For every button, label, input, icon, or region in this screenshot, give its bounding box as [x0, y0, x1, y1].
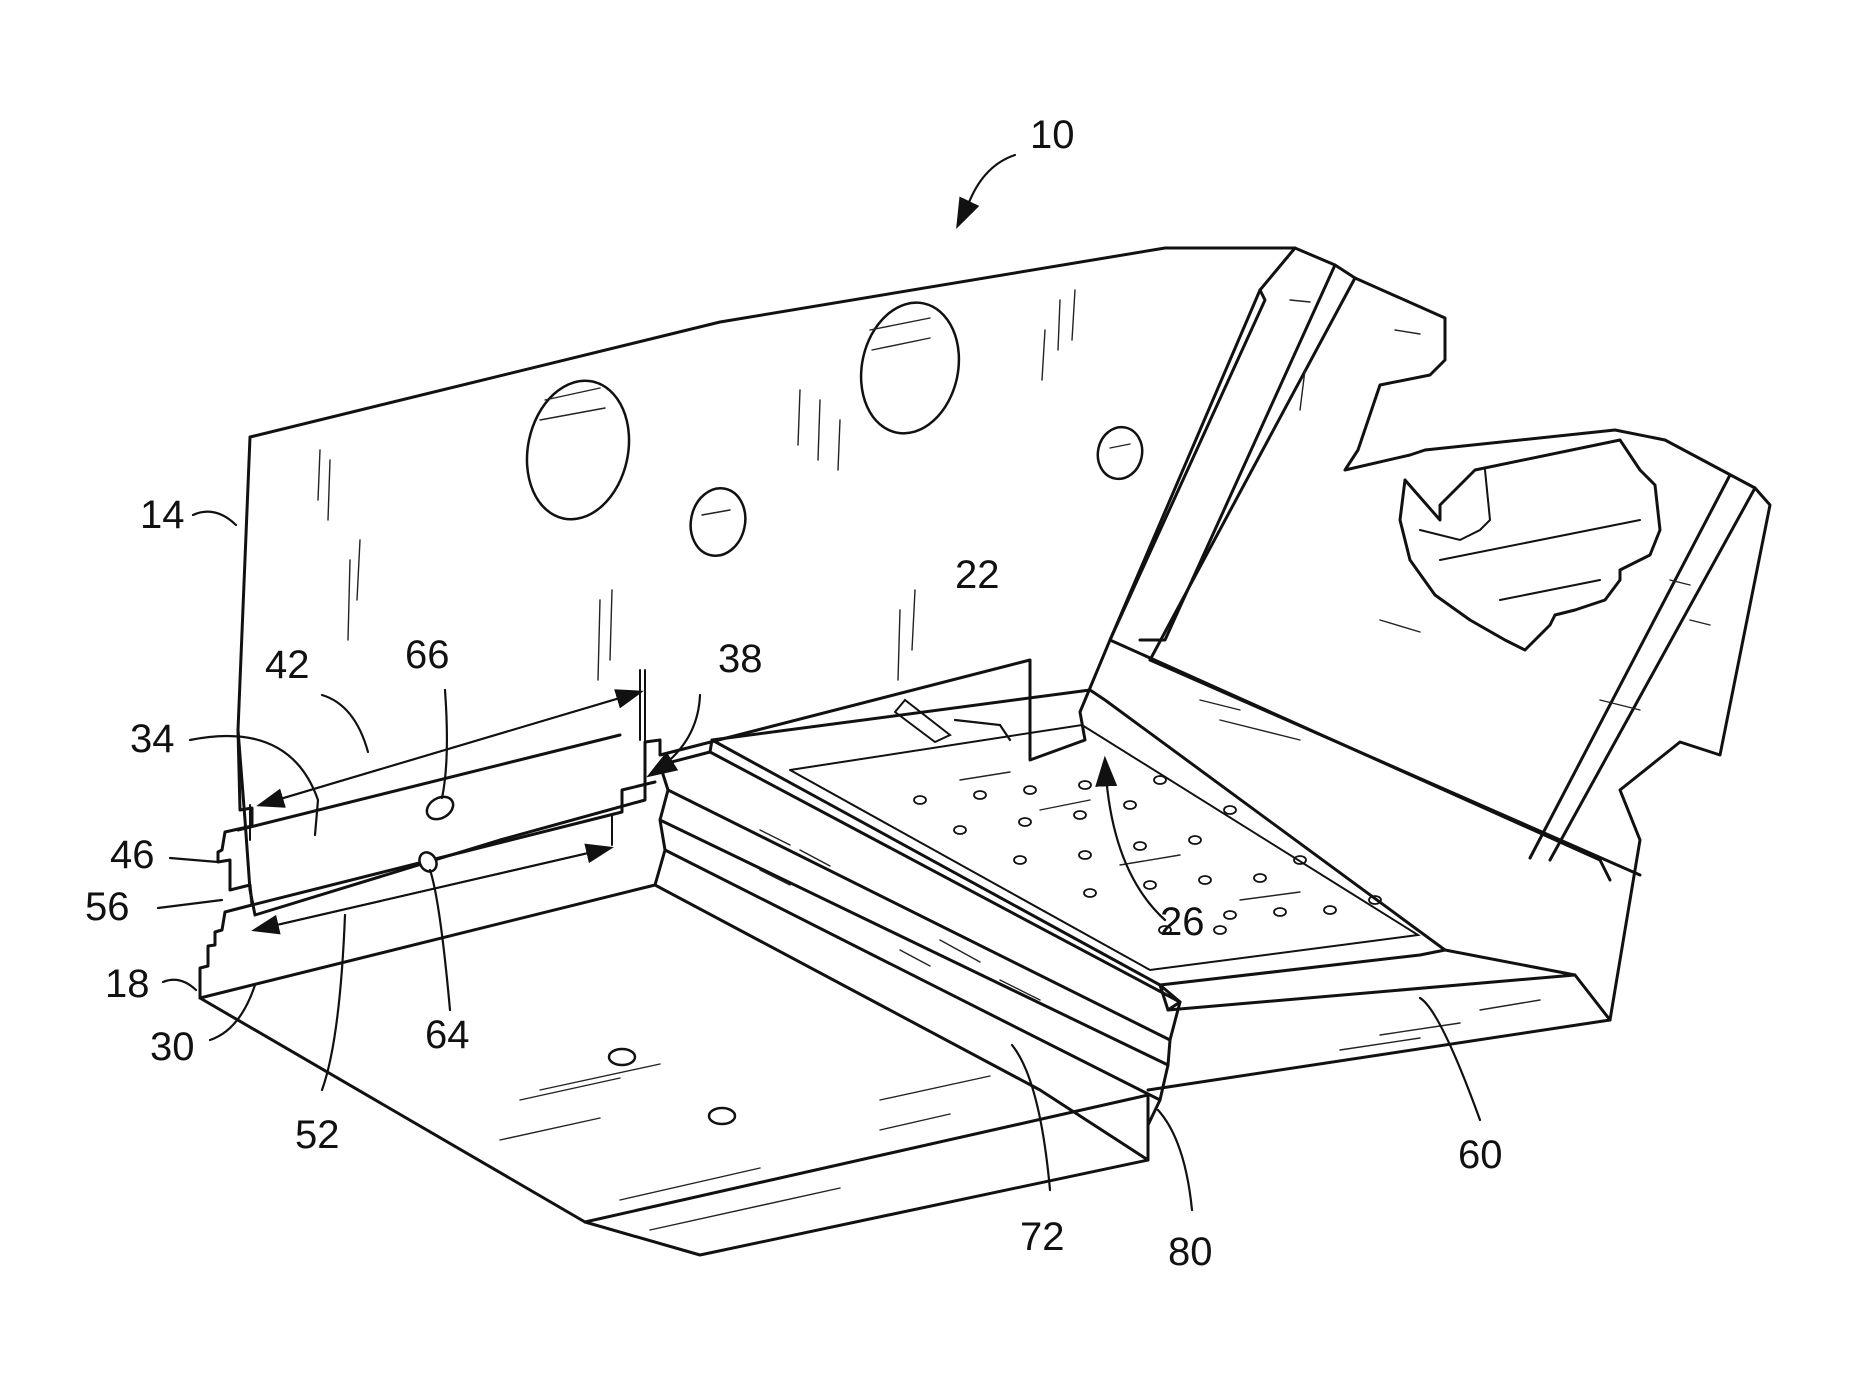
label-front-ledge: 60	[1458, 1133, 1503, 1177]
label-upper-hole: 66	[405, 633, 450, 677]
label-assembly: 10	[1030, 113, 1075, 157]
left-edge-slots	[200, 670, 655, 998]
label-upper-slot: 34	[130, 717, 175, 761]
base-hole-upper	[609, 1049, 635, 1065]
rails	[655, 740, 1180, 1125]
perforation-holes	[914, 776, 1381, 934]
label-lower-rail: 80	[1168, 1230, 1213, 1274]
right-bracket	[1110, 248, 1770, 1020]
label-slot-end: 38	[718, 637, 763, 681]
base-hole-lower	[709, 1108, 735, 1124]
label-middle-tab: 46	[110, 833, 155, 877]
small-hole-64	[416, 849, 440, 874]
label-lower-tab: 56	[85, 885, 130, 929]
large-hole-right	[849, 293, 970, 442]
base-block	[200, 885, 1148, 1255]
large-hole-left	[515, 371, 642, 529]
label-small-hole: 64	[425, 1013, 470, 1057]
label-floor-surface: 22	[955, 553, 1000, 597]
label-lower-span: 52	[295, 1113, 340, 1157]
label-upper-span: 42	[265, 643, 310, 687]
small-hole-left	[685, 483, 752, 561]
label-lower-step: 30	[150, 1025, 195, 1069]
small-hole-right	[1093, 423, 1147, 483]
reference-numerals: 10 14 18 22 26 30 34 38 42 46 52 56 60 6…	[85, 113, 1503, 1274]
label-floor-arrow: 26	[1160, 900, 1205, 944]
label-rail: 72	[1020, 1215, 1065, 1259]
floor-plate	[712, 690, 1575, 1010]
label-back-wall: 14	[140, 493, 185, 537]
label-bottom-edge: 18	[105, 962, 150, 1006]
upper-hole-66	[423, 792, 457, 823]
